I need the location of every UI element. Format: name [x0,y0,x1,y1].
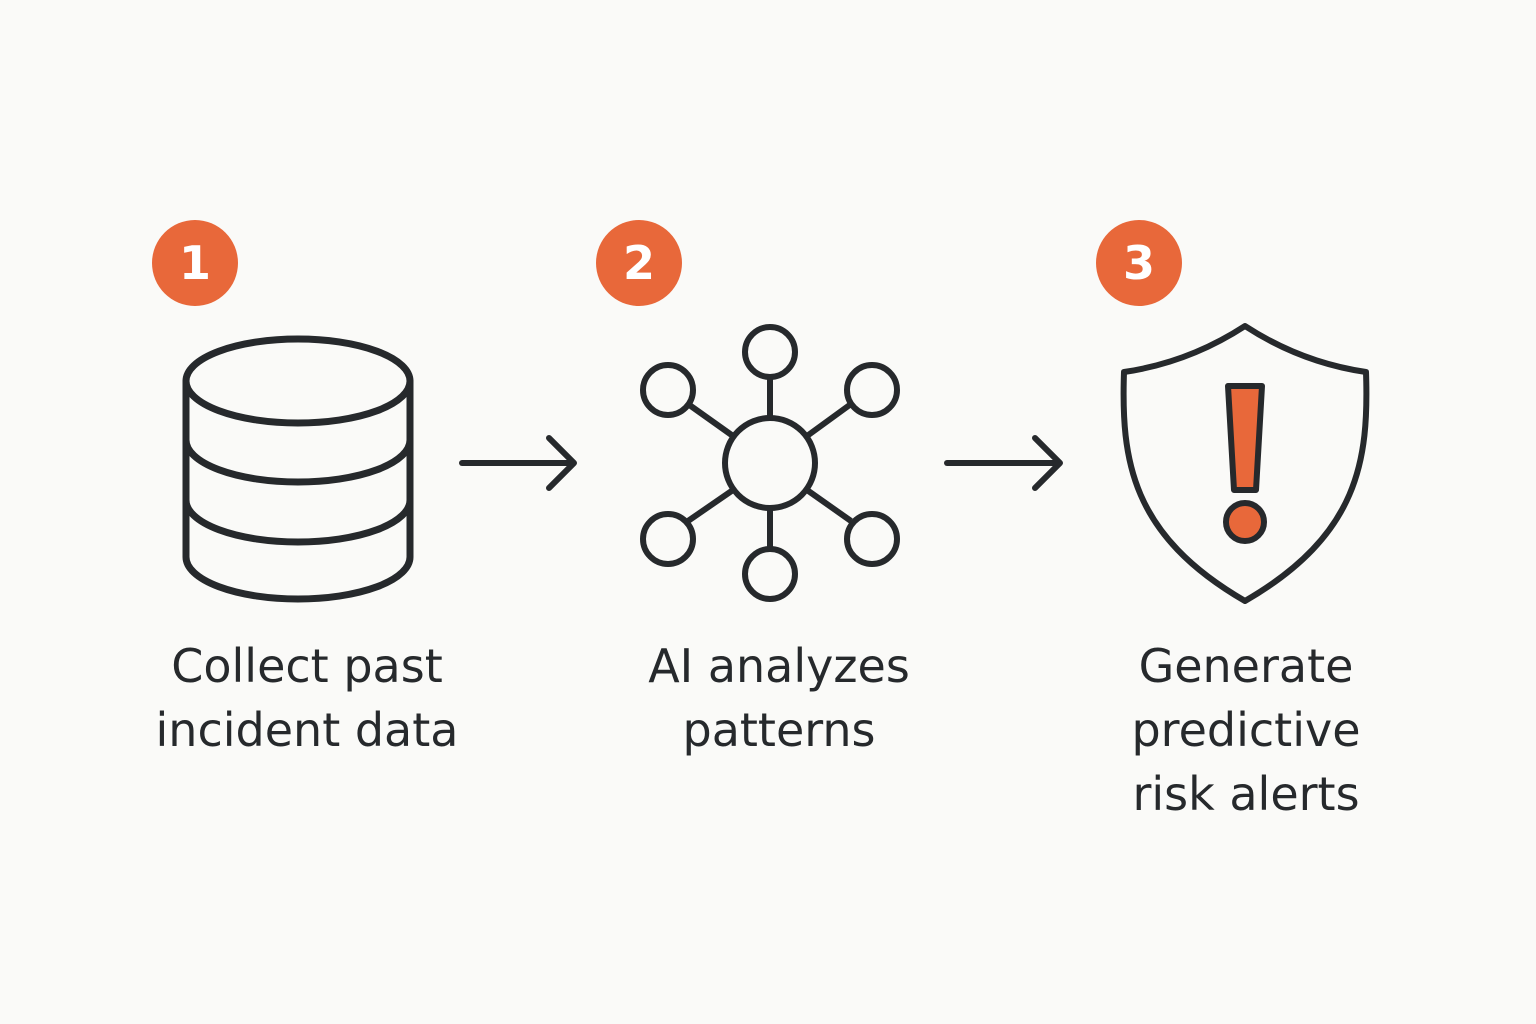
arrow-right-icon [459,435,577,491]
step-3-label: Generate predictive risk alerts [1131,639,1361,821]
database-icon [182,335,414,603]
step-2-label: AI analyzes patterns [648,639,910,757]
network-hub-icon [640,324,900,602]
arrow-right-icon [944,435,1063,491]
shield-alert-icon [1120,323,1370,604]
step-2-number-badge: 2 [596,220,682,306]
step-3-number-badge: 3 [1096,220,1182,306]
step-1-label: Collect past incident data [155,639,459,757]
step-1-number-badge: 1 [152,220,238,306]
